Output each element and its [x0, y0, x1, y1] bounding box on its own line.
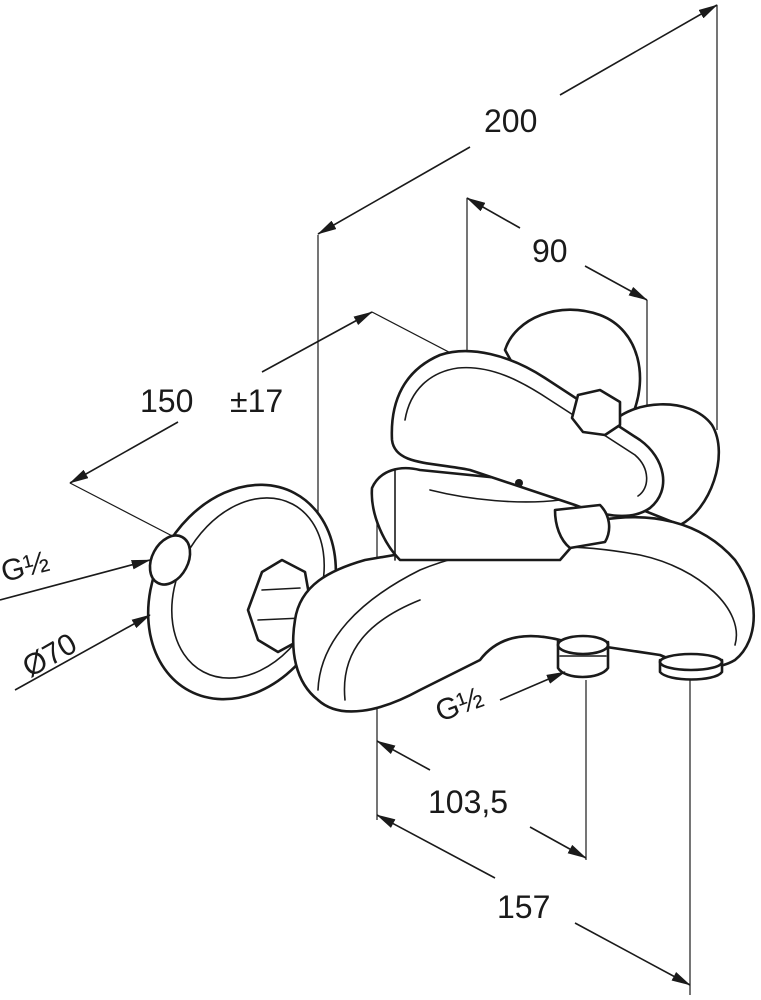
dimension-label-103-5: 103,5 [428, 784, 508, 820]
right-nut [570, 388, 622, 437]
diameter-label: Ø70 [17, 627, 83, 684]
outlet-threaded [556, 634, 610, 679]
lever-handle [390, 349, 665, 550]
dimension-label-90: 90 [532, 233, 568, 269]
dimension-200 [317, 4, 718, 235]
thread-label-right: G½ [431, 681, 488, 729]
dimension-103-5 [376, 740, 587, 859]
dimension-g-half-left [0, 559, 151, 601]
dimension-157 [376, 814, 691, 986]
dimension-d70 [14, 614, 151, 691]
dimension-g-half-right [499, 671, 566, 701]
dimension-label-150: 150 [140, 383, 193, 419]
thread-label-left: G½ [0, 545, 53, 589]
outlet-spout [658, 652, 724, 681]
dimension-90 [466, 197, 648, 301]
dimension-label-200: 200 [484, 103, 537, 139]
dimension-label-tolerance: ±17 [230, 383, 283, 419]
dimension-150 [69, 311, 373, 484]
dimension-label-157: 157 [497, 889, 550, 925]
